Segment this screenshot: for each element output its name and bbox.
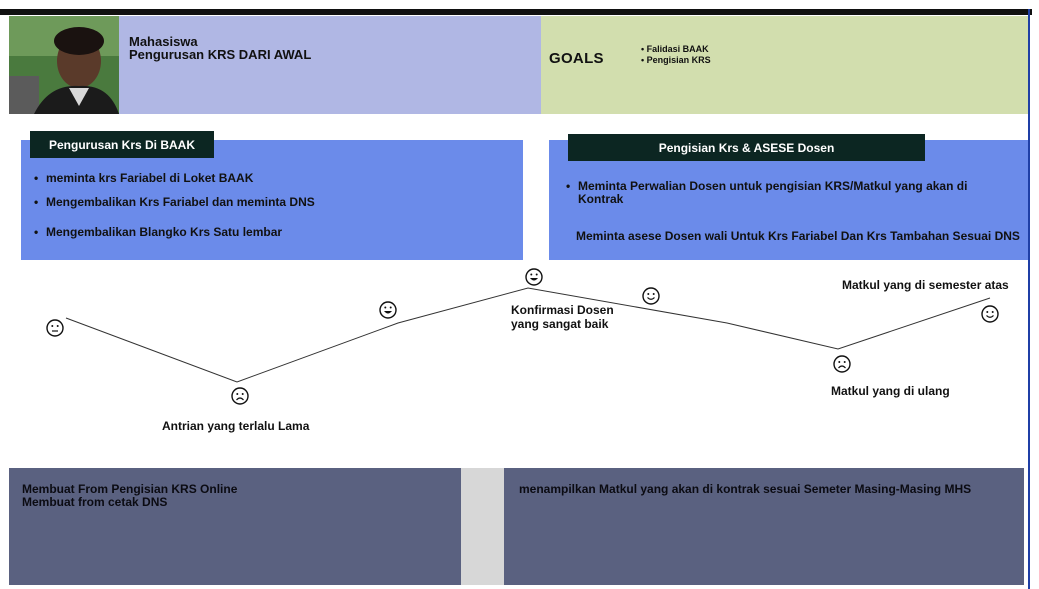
stage-baak-item: Mengembalikan Krs Fariabel dan meminta D… xyxy=(34,195,315,209)
stage-baak-item: Mengembalikan Blangko Krs Satu lembar xyxy=(34,225,282,239)
stage-dosen-item-cont: Kontrak xyxy=(578,192,624,206)
opportunity-left-line1: Membuat From Pengisian KRS Online xyxy=(22,482,238,496)
stage-baak-item: meminta krs Fariabel di Loket BAAK xyxy=(34,171,253,185)
persona-title: Pengurusan KRS DARI AWAL xyxy=(129,47,312,62)
opportunity-left xyxy=(9,468,461,585)
smile-face-icon xyxy=(642,287,660,305)
stage-dosen-item: Meminta Perwalian Dosen untuk pengisian … xyxy=(566,179,967,193)
goals-list: Falidasi BAAK Pengisian KRS xyxy=(641,44,711,66)
top-border xyxy=(0,9,1032,15)
opportunity-divider xyxy=(461,468,504,585)
journey-label-peak: Konfirmasi Dosen xyxy=(511,303,614,317)
journey-label-end: Matkul yang di semester atas xyxy=(842,278,1009,292)
goals-section xyxy=(541,16,1028,114)
opportunity-left-line2: Membuat from cetak DNS xyxy=(22,495,168,509)
right-border xyxy=(1028,9,1030,589)
happy-face-icon xyxy=(525,268,543,286)
neutral-face-icon xyxy=(46,319,64,337)
smile-face-icon xyxy=(981,305,999,323)
happy-face-icon xyxy=(379,301,397,319)
goal-item: Pengisian KRS xyxy=(641,55,711,66)
stage-dosen-item: Meminta asese Dosen wali Untuk Krs Faria… xyxy=(576,229,1028,243)
sad-face-icon xyxy=(231,387,249,405)
persona-role: Mahasiswa xyxy=(129,34,198,49)
stage-dosen-title: Pengisian Krs & ASESE Dosen xyxy=(568,134,925,161)
goal-item: Falidasi BAAK xyxy=(641,44,711,55)
journey-label-low: Antrian yang terlalu Lama xyxy=(162,419,310,433)
persona-photo xyxy=(9,16,119,114)
opportunity-right xyxy=(504,468,1024,585)
sad-face-icon xyxy=(833,355,851,373)
goals-title: GOALS xyxy=(549,50,604,67)
journey-label-low2: Matkul yang di ulang xyxy=(831,384,950,398)
opportunity-right-text: menampilkan Matkul yang akan di kontrak … xyxy=(519,482,972,496)
journey-label-peak-cont: yang sangat baik xyxy=(511,317,609,331)
stage-baak-title: Pengurusan Krs Di BAAK xyxy=(30,131,214,158)
